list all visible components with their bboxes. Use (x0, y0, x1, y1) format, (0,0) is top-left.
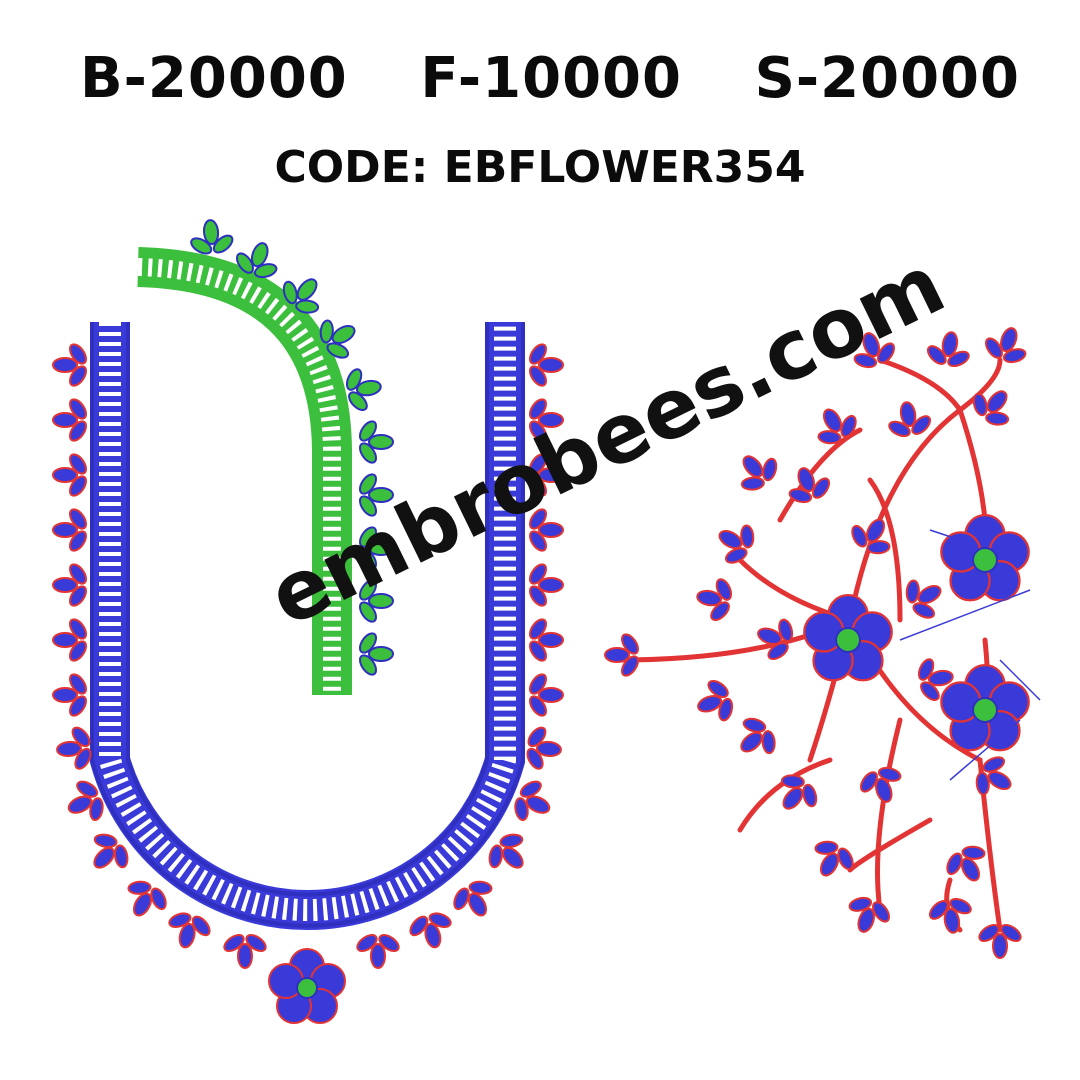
sleeve-stitch-count: S-20000 (754, 46, 1020, 111)
stitch-count-row: B-20000 F-10000 S-20000 (80, 46, 1020, 111)
sleeve-motif-design (604, 319, 1041, 959)
motif-flower-large (803, 594, 893, 682)
front-neck-design (52, 322, 564, 1024)
design-code: CODE: EBFLOWER354 (274, 142, 806, 193)
back-neck-design (137, 217, 394, 695)
motif-flower-top-right (940, 514, 1030, 602)
motif-jump-threads (899, 529, 1041, 781)
front-stitch-count: F-10000 (420, 46, 682, 111)
front-neck-flower (268, 948, 346, 1024)
motif-flower-bottom-right (940, 664, 1030, 752)
back-stitch-count: B-20000 (80, 46, 348, 111)
